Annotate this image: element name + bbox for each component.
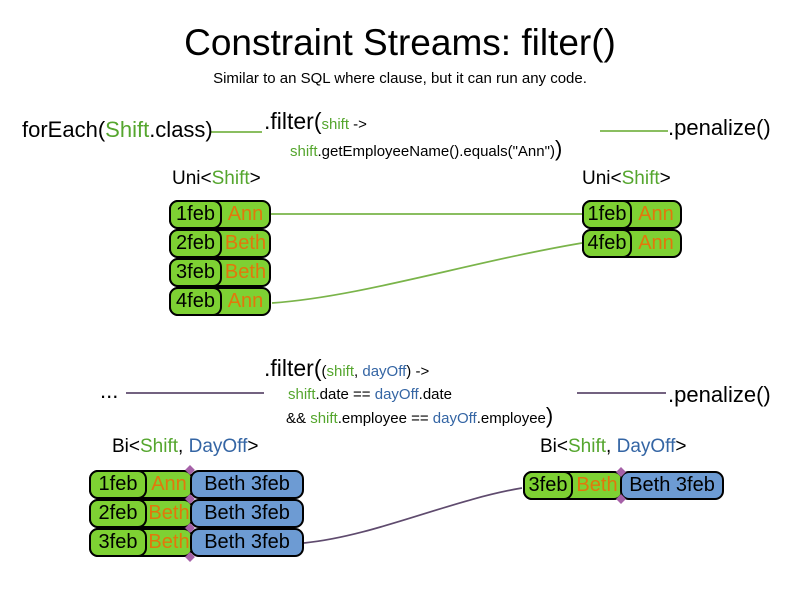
- penalize1-expression: .penalize(): [668, 115, 771, 140]
- connector-row-3feb-beth: [303, 487, 523, 544]
- uni-before-suffix: >: [249, 168, 261, 189]
- page-title: Constraint Streams: filter(): [184, 22, 616, 63]
- date-cell: 1feb: [582, 200, 632, 229]
- date-cell: 3feb: [523, 471, 573, 500]
- date-cell: 4feb: [582, 229, 632, 258]
- filter1-body-expr: .getEmployeeName().equals("Ann"): [317, 143, 555, 160]
- page-subtitle: Similar to an SQL where clause, but it c…: [213, 70, 587, 87]
- date-field: .date: [418, 386, 453, 403]
- date-cell: 3feb: [169, 258, 222, 287]
- name-cell: Beth: [224, 261, 267, 283]
- filter1-body-param: shift: [290, 143, 318, 160]
- table-row: 4feb Ann: [582, 229, 682, 258]
- uni-before-prefix: Uni<: [172, 168, 212, 189]
- filter2-param-dayoff: dayOff: [362, 363, 407, 380]
- name-cell: Ann: [638, 232, 674, 254]
- bi-before-shift: Shift: [140, 436, 179, 457]
- foreach-call: forEach(: [22, 117, 106, 142]
- name-cell: Ann: [227, 290, 264, 312]
- filter2-arrow: ->: [411, 363, 430, 380]
- uni-after-suffix: >: [659, 168, 671, 189]
- name-cell: Beth: [576, 474, 618, 496]
- bi-after-shift: Shift: [568, 436, 607, 457]
- name-cell: Beth: [224, 232, 267, 254]
- filter2-close-paren: ): [545, 403, 554, 428]
- date-cell: 1feb: [89, 470, 147, 499]
- date-cell: 2feb: [169, 229, 222, 258]
- filter2-paren-open: (: [321, 363, 327, 380]
- bi-before-sep: ,: [178, 436, 189, 457]
- bi-label-after: Bi<Shift, DayOff>: [540, 436, 686, 458]
- filter1-param: shift: [321, 116, 350, 133]
- dayoff-ref: dayOff: [374, 386, 419, 403]
- dayoff-ref: dayOff: [432, 410, 477, 427]
- dayoff-cell: Beth 3feb: [620, 471, 724, 500]
- dayoff-cell: Beth 3feb: [190, 499, 304, 528]
- bi-before-suffix: >: [247, 436, 259, 457]
- uni-label-after: Uni<Shift>: [582, 168, 671, 190]
- stream-ellipsis: ...: [100, 378, 119, 403]
- filter2-paren-close: ): [406, 363, 412, 380]
- bi-before-dayoff: DayOff: [188, 436, 248, 457]
- uni-after-type: Shift: [621, 168, 660, 189]
- penalize2-expression: .penalize(): [668, 382, 771, 407]
- filter2-head: .filter((shift, dayOff) ->: [264, 355, 429, 385]
- name-cell: Beth: [148, 502, 190, 524]
- foreach-call-end: .class): [149, 117, 213, 142]
- filter2-call: .filter(: [264, 355, 322, 381]
- foreach-expression: forEach(Shift.class): [22, 117, 213, 143]
- date-compare: .date ==: [315, 386, 375, 403]
- filter2-body-line2: && shift.employee == dayOff.employee): [286, 403, 554, 429]
- table-row: 1feb Ann: [582, 200, 682, 229]
- uni-before-type: Shift: [211, 168, 250, 189]
- shift-ref: shift: [310, 410, 338, 427]
- dayoff-cell: Beth 3feb: [190, 470, 304, 499]
- employee-field: .employee: [476, 410, 546, 427]
- bi-after-prefix: Bi<: [540, 436, 568, 457]
- bi-after-sep: ,: [606, 436, 617, 457]
- dayoff-cell: Beth 3feb: [190, 528, 304, 557]
- shift-class-ref: Shift: [105, 117, 150, 142]
- date-cell: 4feb: [169, 287, 222, 316]
- uni-label-before: Uni<Shift>: [172, 168, 261, 190]
- name-cell: Beth: [148, 531, 190, 553]
- shift-ref: shift: [288, 386, 316, 403]
- filter1-head: .filter(shift ->: [264, 108, 367, 138]
- filter2-param-shift: shift: [326, 363, 355, 380]
- name-cell: Ann: [227, 203, 264, 225]
- filter2-body-line1: shift.date == dayOff.date: [288, 385, 452, 405]
- connector-row-4feb-ann: [271, 242, 583, 304]
- name-cell: Ann: [638, 203, 674, 225]
- bi-before-prefix: Bi<: [112, 436, 140, 457]
- name-cell: Ann: [151, 473, 187, 495]
- filter1-call: .filter(: [264, 108, 322, 134]
- uni-after-prefix: Uni<: [582, 168, 622, 189]
- filter1-body: shift.getEmployeeName().equals("Ann")): [290, 138, 562, 163]
- bi-after-suffix: >: [675, 436, 687, 457]
- employee-compare: .employee ==: [337, 410, 433, 427]
- bi-after-dayoff: DayOff: [616, 436, 676, 457]
- filter2-param-sep: ,: [354, 363, 363, 380]
- date-cell: 2feb: [89, 499, 147, 528]
- date-cell: 3feb: [89, 528, 147, 557]
- filter1-close-paren: ): [554, 136, 563, 161]
- bi-label-before: Bi<Shift, DayOff>: [112, 436, 258, 458]
- filter1-arrow: ->: [349, 116, 367, 133]
- and-operator: &&: [286, 410, 311, 427]
- date-cell: 1feb: [169, 200, 222, 229]
